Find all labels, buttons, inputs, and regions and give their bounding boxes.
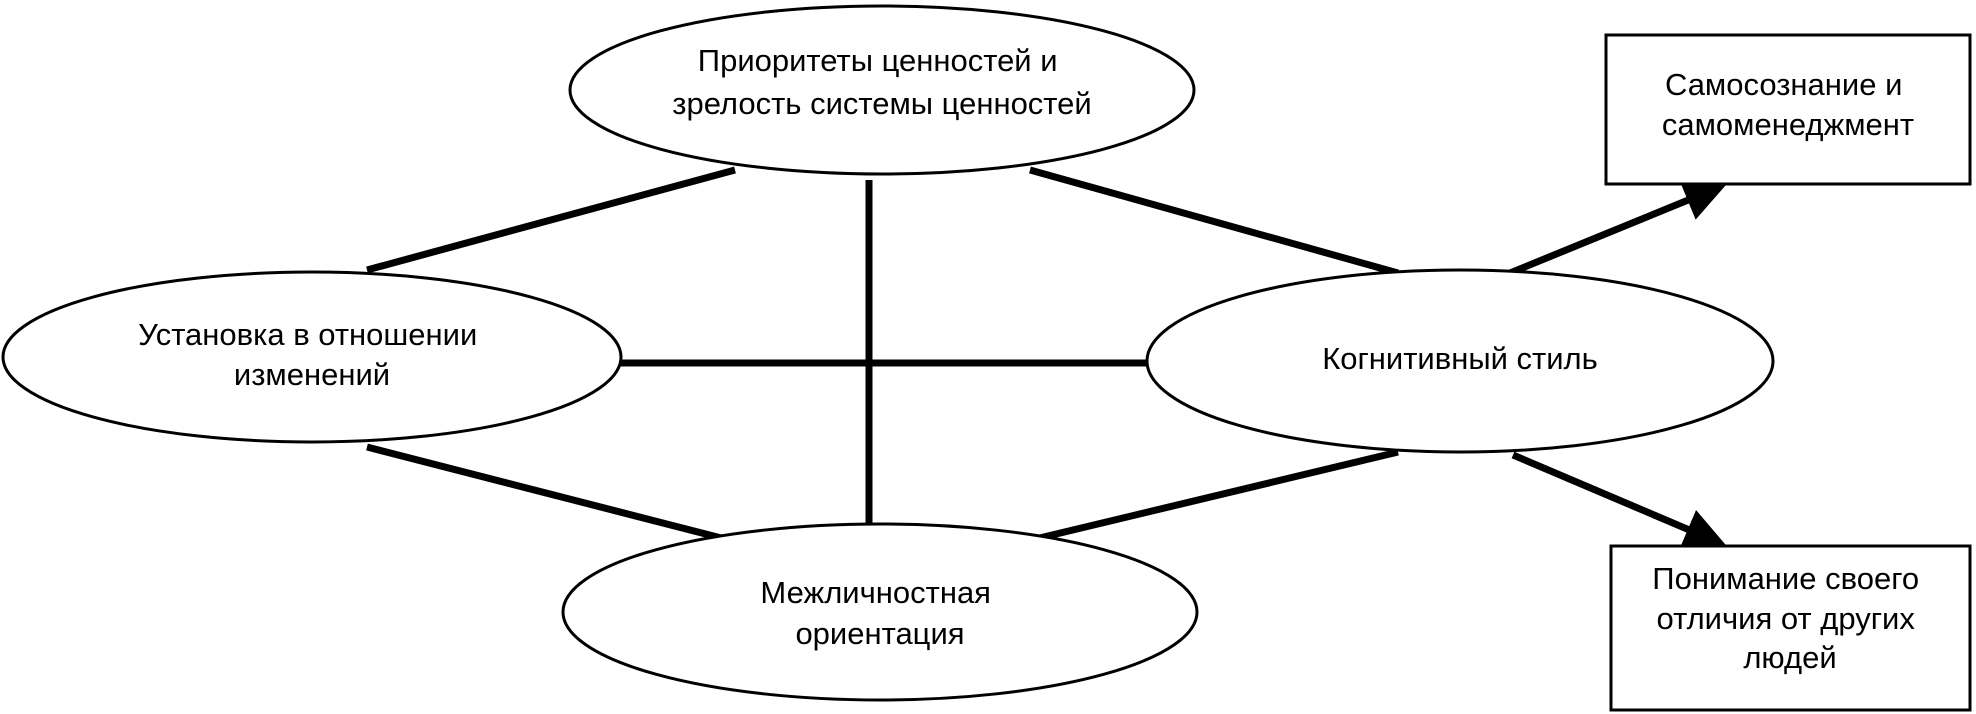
connectors [366, 166, 1399, 545]
arrow-to-difference [1511, 451, 1727, 549]
box-difference-shape [1609, 544, 1972, 712]
box-selfawareness: Самосознание и самоменеджмент [1604, 33, 1972, 186]
node-values-text: Приоритеты ценностей и зрелость системы … [672, 43, 1091, 121]
node-cognitive-shape [1145, 268, 1775, 454]
node-cognitive: Когнитивный стиль [1145, 268, 1775, 454]
connector-change-interpersonal [366, 443, 734, 545]
box-selfawareness-shape [1604, 33, 1972, 186]
arrow-to-selfawareness [1508, 180, 1727, 277]
connector-values-change [366, 166, 736, 274]
connector-values-cognitive [1029, 166, 1399, 277]
node-change-text: Установка в отношении изменений [138, 317, 486, 392]
box-difference-text: Понимание своего отличия от других людей [1652, 561, 1927, 675]
node-cognitive-text: Когнитивный стиль [1322, 341, 1598, 376]
node-values-shape [568, 4, 1196, 176]
node-interpersonal-text: Межличностная ориентация [760, 575, 999, 651]
node-change: Установка в отношении изменений [1, 270, 623, 444]
node-interpersonal-shape [561, 522, 1199, 702]
node-change-shape [1, 270, 623, 444]
connector-cognitive-interpersonal [1026, 448, 1399, 545]
box-difference: Понимание своего отличия от других людей [1609, 544, 1972, 712]
arrows [1508, 180, 1727, 549]
node-values: Приоритеты ценностей и зрелость системы … [568, 4, 1196, 176]
node-interpersonal: Межличностная ориентация [561, 522, 1199, 702]
box-selfawareness-text: Самосознание и самоменеджмент [1662, 67, 1914, 142]
